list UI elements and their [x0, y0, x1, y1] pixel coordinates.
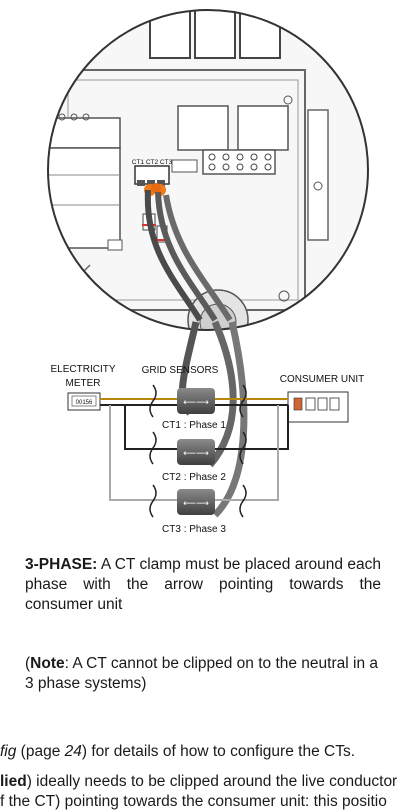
three-phase-heading: 3-PHASE: [25, 556, 98, 573]
ct-installation-diagram: CT1 CT2 CT3 ELECTRICITY METER GRID SENSO… [47, 9, 369, 535]
svg-text:⟵⟶: ⟵⟶ [183, 449, 209, 459]
note-paragraph: (Note: A CT cannot be clipped on to the … [25, 654, 381, 694]
ct2-label: CT2 : Phase 2 [162, 472, 226, 483]
magnifier-circle [47, 9, 369, 331]
ct3-clamp: ⟵⟶ [177, 489, 215, 515]
page-reference: 24 [64, 743, 82, 760]
note-label: Note [30, 655, 65, 672]
ct2-clamp: ⟵⟶ [177, 439, 215, 465]
footer-line-1-rest: ) for details of how to configure the CT… [81, 743, 355, 760]
footer-line-3: f the CT) pointing towards the consumer … [0, 793, 387, 810]
footer-line-2: lied) ideally needs to be clipped around… [0, 772, 397, 792]
consumer-unit-title: CONSUMER UNIT [280, 374, 364, 385]
ct2-cable [207, 320, 237, 468]
fig-reference: fig [0, 743, 17, 760]
meter-title-line1: ELECTRICITY [50, 364, 115, 375]
svg-text:⟵⟶: ⟵⟶ [183, 499, 209, 509]
svg-text:⟵⟶: ⟵⟶ [183, 398, 209, 408]
grid-sensors-title: GRID SENSORS [142, 365, 219, 376]
meter-reading: 00156 [76, 400, 93, 406]
three-phase-paragraph: 3-PHASE: A CT clamp must be placed aroun… [25, 555, 381, 615]
footer-line-2-rest: ) ideally needs to be clipped around the… [26, 773, 398, 790]
magnified-enclosure-view [48, 10, 368, 330]
consumer-unit-icon [287, 391, 349, 423]
note-body: : A CT cannot be clipped on to the neutr… [25, 655, 379, 692]
footer-line-2-bold: lied [0, 773, 27, 790]
electricity-meter: 00156 [67, 392, 101, 411]
three-phase-body: A CT clamp must be placed around each ph… [25, 556, 381, 613]
ct-connector-label: CT1 CT2 CT3 [132, 159, 173, 166]
footer-line-1: fig (page 24) for details of how to conf… [0, 742, 355, 762]
ct3-label: CT3 : Phase 3 [162, 524, 226, 535]
break-marks [149, 384, 247, 518]
note-open-paren: ( [25, 655, 31, 672]
meter-title-line2: METER [66, 378, 101, 389]
ct1-label: CT1 : Phase 1 [162, 420, 226, 431]
ct1-clamp: ⟵⟶ [177, 388, 215, 414]
footer-line-1-text: (page [16, 743, 65, 760]
